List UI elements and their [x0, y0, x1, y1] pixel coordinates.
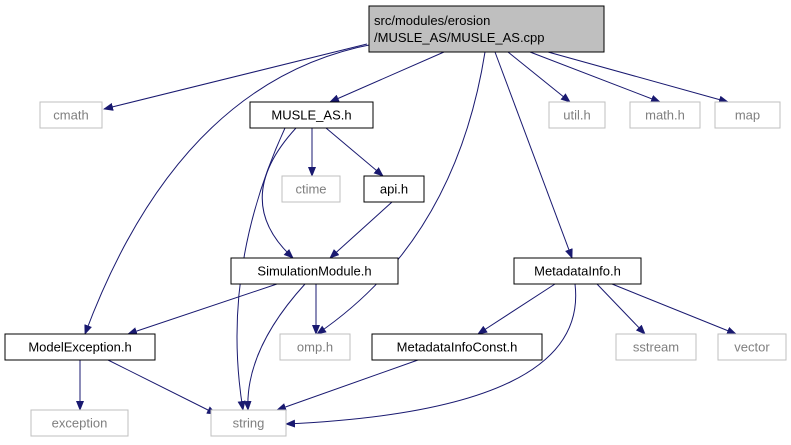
node-exception: exception — [30, 409, 129, 437]
node-musle_h[interactable]: MUSLE_AS.h — [249, 101, 374, 129]
node-metaconst_h[interactable]: MetadataInfoConst.h — [371, 333, 543, 361]
node-label: MUSLE_AS.h — [271, 108, 351, 123]
node-label: /MUSLE_AS/MUSLE_AS.cpp — [374, 30, 545, 45]
node-label: math.h — [645, 108, 685, 123]
node-label: SimulationModule.h — [257, 264, 371, 279]
node-label: string — [233, 416, 265, 431]
node-cmath: cmath — [39, 101, 103, 129]
node-box — [4, 333, 156, 361]
node-metainfo_h[interactable]: MetadataInfo.h — [513, 257, 642, 285]
node-box — [39, 101, 103, 129]
edge-metainfo_h-to-metaconst_h — [477, 283, 556, 335]
edge-simmod_h-to-string — [243, 283, 306, 411]
node-box — [281, 175, 341, 203]
node-label: util.h — [563, 108, 590, 123]
node-sstream: sstream — [615, 333, 697, 361]
node-box — [249, 101, 374, 129]
edge-root-to-omp_h — [316, 51, 486, 335]
node-util_h: util.h — [548, 101, 606, 129]
node-omp_h: omp.h — [279, 333, 351, 361]
node-label: MetadataInfo.h — [534, 264, 621, 279]
edge-root-to-math_h — [529, 51, 661, 103]
node-box — [513, 257, 642, 285]
node-label: MetadataInfoConst.h — [397, 340, 518, 355]
nodes-layer: src/modules/erosion/MUSLE_AS/MUSLE_AS.cp… — [4, 5, 787, 437]
edge-musle_h-to-api_h — [325, 127, 384, 177]
node-label: api.h — [380, 182, 408, 197]
edge-root-to-musle_h — [329, 51, 445, 103]
node-label: src/modules/erosion — [374, 13, 490, 28]
node-box — [371, 333, 543, 361]
edge-metainfo_h-to-vector — [611, 283, 737, 335]
node-label: map — [735, 108, 760, 123]
edge-modelexc_h-to-string — [107, 359, 217, 415]
node-modelexc_h[interactable]: ModelException.h — [4, 333, 156, 361]
edge-root-to-metainfo_h — [494, 51, 573, 259]
node-label: vector — [734, 340, 770, 355]
edge-metainfo_h-to-string — [285, 283, 577, 428]
node-box — [548, 101, 606, 129]
node-box — [717, 333, 787, 361]
node-box — [363, 175, 425, 203]
node-api_h[interactable]: api.h — [363, 175, 425, 203]
node-string: string — [210, 409, 287, 437]
node-box — [30, 409, 129, 437]
node-label: sstream — [633, 340, 679, 355]
node-box — [230, 257, 399, 285]
node-label: ctime — [295, 182, 326, 197]
node-box — [615, 333, 697, 361]
edge-root-to-util_h — [507, 51, 571, 103]
node-box — [629, 101, 701, 129]
edge-simmod_h-to-modelexc_h — [127, 283, 278, 335]
node-label: exception — [52, 416, 108, 431]
edge-root-to-map — [547, 51, 729, 104]
node-simmod_h[interactable]: SimulationModule.h — [230, 257, 399, 285]
node-box — [368, 5, 605, 53]
edge-root-to-cmath — [103, 43, 368, 111]
node-box — [279, 333, 351, 361]
edges-layer — [76, 43, 737, 428]
node-ctime: ctime — [281, 175, 341, 203]
node-box — [210, 409, 287, 437]
edge-root-to-modelexc_h — [84, 43, 375, 335]
edge-api_h-to-simmod_h — [329, 201, 393, 259]
node-map: map — [714, 101, 781, 129]
node-label: ModelException.h — [28, 340, 131, 355]
edge-metaconst_h-to-string — [276, 359, 419, 411]
node-label: cmath — [53, 108, 88, 123]
node-box — [714, 101, 781, 129]
edge-metainfo_h-to-sstream — [596, 283, 646, 335]
node-label: omp.h — [297, 340, 333, 355]
node-root[interactable]: src/modules/erosion/MUSLE_AS/MUSLE_AS.cp… — [368, 5, 605, 53]
node-vector: vector — [717, 333, 787, 361]
node-math_h: math.h — [629, 101, 701, 129]
edge-musle_h-to-simmod_h — [261, 127, 297, 259]
